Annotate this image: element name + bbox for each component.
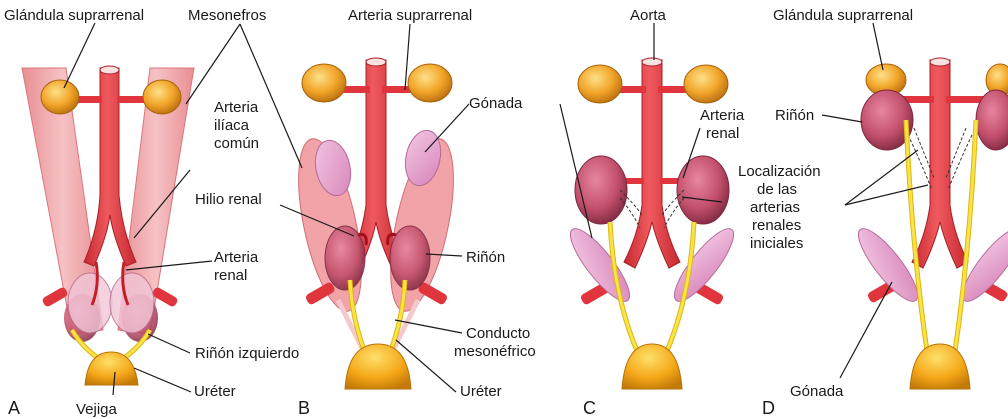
label-gonad-d: Gónada bbox=[790, 383, 844, 400]
label-renal-artery-c-1: Arteria bbox=[700, 107, 745, 124]
label-renal-artery-a-2: renal bbox=[214, 267, 247, 284]
bladder-d bbox=[910, 344, 970, 389]
adrenal-gland-a-left bbox=[41, 80, 79, 114]
label-adrenal-gland-d: Glándula suprarrenal bbox=[773, 7, 913, 24]
panel-b-drawing bbox=[286, 58, 465, 389]
panel-a-drawing bbox=[22, 66, 194, 385]
label-renal-artery-c-2: renal bbox=[706, 125, 739, 142]
adrenal-gland-b-left bbox=[302, 64, 346, 102]
adrenal-gland-c-left bbox=[578, 65, 622, 103]
label-ureter-a: Uréter bbox=[194, 383, 236, 400]
label-location-5: iniciales bbox=[750, 235, 803, 252]
bladder-c bbox=[622, 344, 682, 389]
label-ureter-b: Uréter bbox=[460, 383, 502, 400]
kidney-b-right bbox=[390, 226, 430, 290]
panel-letter-a: A bbox=[8, 398, 20, 418]
label-renal-hilum: Hilio renal bbox=[195, 191, 262, 208]
label-bladder: Vejiga bbox=[76, 401, 118, 418]
adrenal-gland-a-right bbox=[143, 80, 181, 114]
panel-d-drawing bbox=[850, 58, 1008, 389]
kidney-c-right bbox=[677, 156, 729, 224]
label-kidney-b: Riñón bbox=[466, 249, 505, 266]
label-left-kidney: Riñón izquierdo bbox=[195, 345, 299, 362]
label-mesonephric-duct-1: Conducto bbox=[466, 325, 530, 342]
label-gonad-b: Gónada bbox=[469, 95, 523, 112]
label-common-iliac-3: común bbox=[214, 135, 259, 152]
label-kidney-d: Riñón bbox=[775, 107, 814, 124]
label-common-iliac-2: ilíaca bbox=[214, 117, 250, 134]
label-adrenal-gland-a: Glándula suprarrenal bbox=[4, 7, 144, 24]
bladder-b bbox=[345, 344, 411, 389]
aorta-d bbox=[912, 60, 968, 268]
label-location-4: renales bbox=[752, 217, 801, 234]
panel-letters: A B C D bbox=[8, 398, 775, 418]
panel-letter-c: C bbox=[583, 398, 596, 418]
adrenal-gland-c-right bbox=[684, 65, 728, 103]
label-adrenal-artery: Arteria suprarrenal bbox=[348, 7, 472, 24]
label-location-3: arterias bbox=[750, 199, 800, 216]
label-mesonephros: Mesonefros bbox=[188, 7, 266, 24]
panel-letter-b: B bbox=[298, 398, 310, 418]
label-mesonephric-duct-2: mesonéfrico bbox=[454, 343, 536, 360]
label-common-iliac-1: Arteria bbox=[214, 99, 259, 116]
kidney-c-left bbox=[575, 156, 627, 224]
panel-letter-d: D bbox=[762, 398, 775, 418]
label-location-1: Localización bbox=[738, 163, 821, 180]
label-aorta: Aorta bbox=[630, 7, 667, 24]
adrenal-gland-b-right bbox=[408, 64, 452, 102]
label-location-2: de las bbox=[757, 181, 797, 198]
label-renal-artery-a-1: Arteria bbox=[214, 249, 259, 266]
